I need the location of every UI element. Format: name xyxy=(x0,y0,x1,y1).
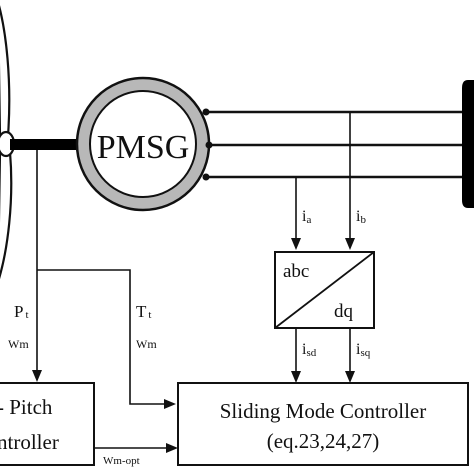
smc-box xyxy=(177,382,469,466)
smc-equations: (eq.23,24,27) xyxy=(267,429,380,453)
junction-dot xyxy=(202,173,210,181)
transform-abc-label: abc xyxy=(283,261,309,282)
isd-label: isd xyxy=(302,341,317,359)
ib-arrowhead xyxy=(345,238,355,250)
wm-opt-arrowhead xyxy=(166,443,178,453)
current-measurement-lines xyxy=(295,112,351,240)
phase-junction-dots xyxy=(202,108,213,181)
ia-label: ia xyxy=(302,208,311,226)
turbine-lower-blade xyxy=(0,150,13,280)
pitch-controller-block: - Pitch ntroller xyxy=(0,382,95,466)
pitch-controller-line1: - Pitch xyxy=(0,395,53,419)
tt-arrowhead xyxy=(164,399,176,409)
pmsg-inner-circle xyxy=(89,90,197,198)
tt-line xyxy=(37,269,166,405)
transform-diagonal xyxy=(274,251,375,329)
abc-dq-transform-block: abc dq xyxy=(274,251,375,329)
pmsg-label: PMSG xyxy=(97,129,190,166)
grid-bus-bar xyxy=(462,80,474,208)
pitch-controller-line2: ntroller xyxy=(0,430,59,454)
isq-label: isq xyxy=(356,341,371,359)
drive-shaft xyxy=(10,139,90,150)
pmsg-generator: PMSG xyxy=(75,76,211,212)
junction-dot xyxy=(205,141,213,149)
three-phase-lines xyxy=(206,110,466,179)
wm-left-label: Wm xyxy=(8,337,29,351)
transform-dq-label: dq xyxy=(334,301,354,322)
smc-title: Sliding Mode Controller xyxy=(220,399,427,423)
turbine-measurement-lines xyxy=(36,150,166,405)
isd-arrowhead xyxy=(291,371,301,383)
pitch-controller-box xyxy=(0,382,95,466)
isq-arrowhead xyxy=(345,371,355,383)
ib-label: ib xyxy=(356,208,366,226)
sliding-mode-controller-block: Sliding Mode Controller (eq.23,24,27) xyxy=(177,382,469,466)
pt-arrowhead xyxy=(32,370,42,382)
wm-opt-label: Wm-opt xyxy=(103,455,140,467)
ia-arrowhead xyxy=(291,238,301,250)
turbine-upper-blade xyxy=(0,5,11,138)
dq-current-lines xyxy=(295,328,351,373)
wm-right-label: Wm xyxy=(136,337,157,351)
junction-dot xyxy=(202,108,210,116)
